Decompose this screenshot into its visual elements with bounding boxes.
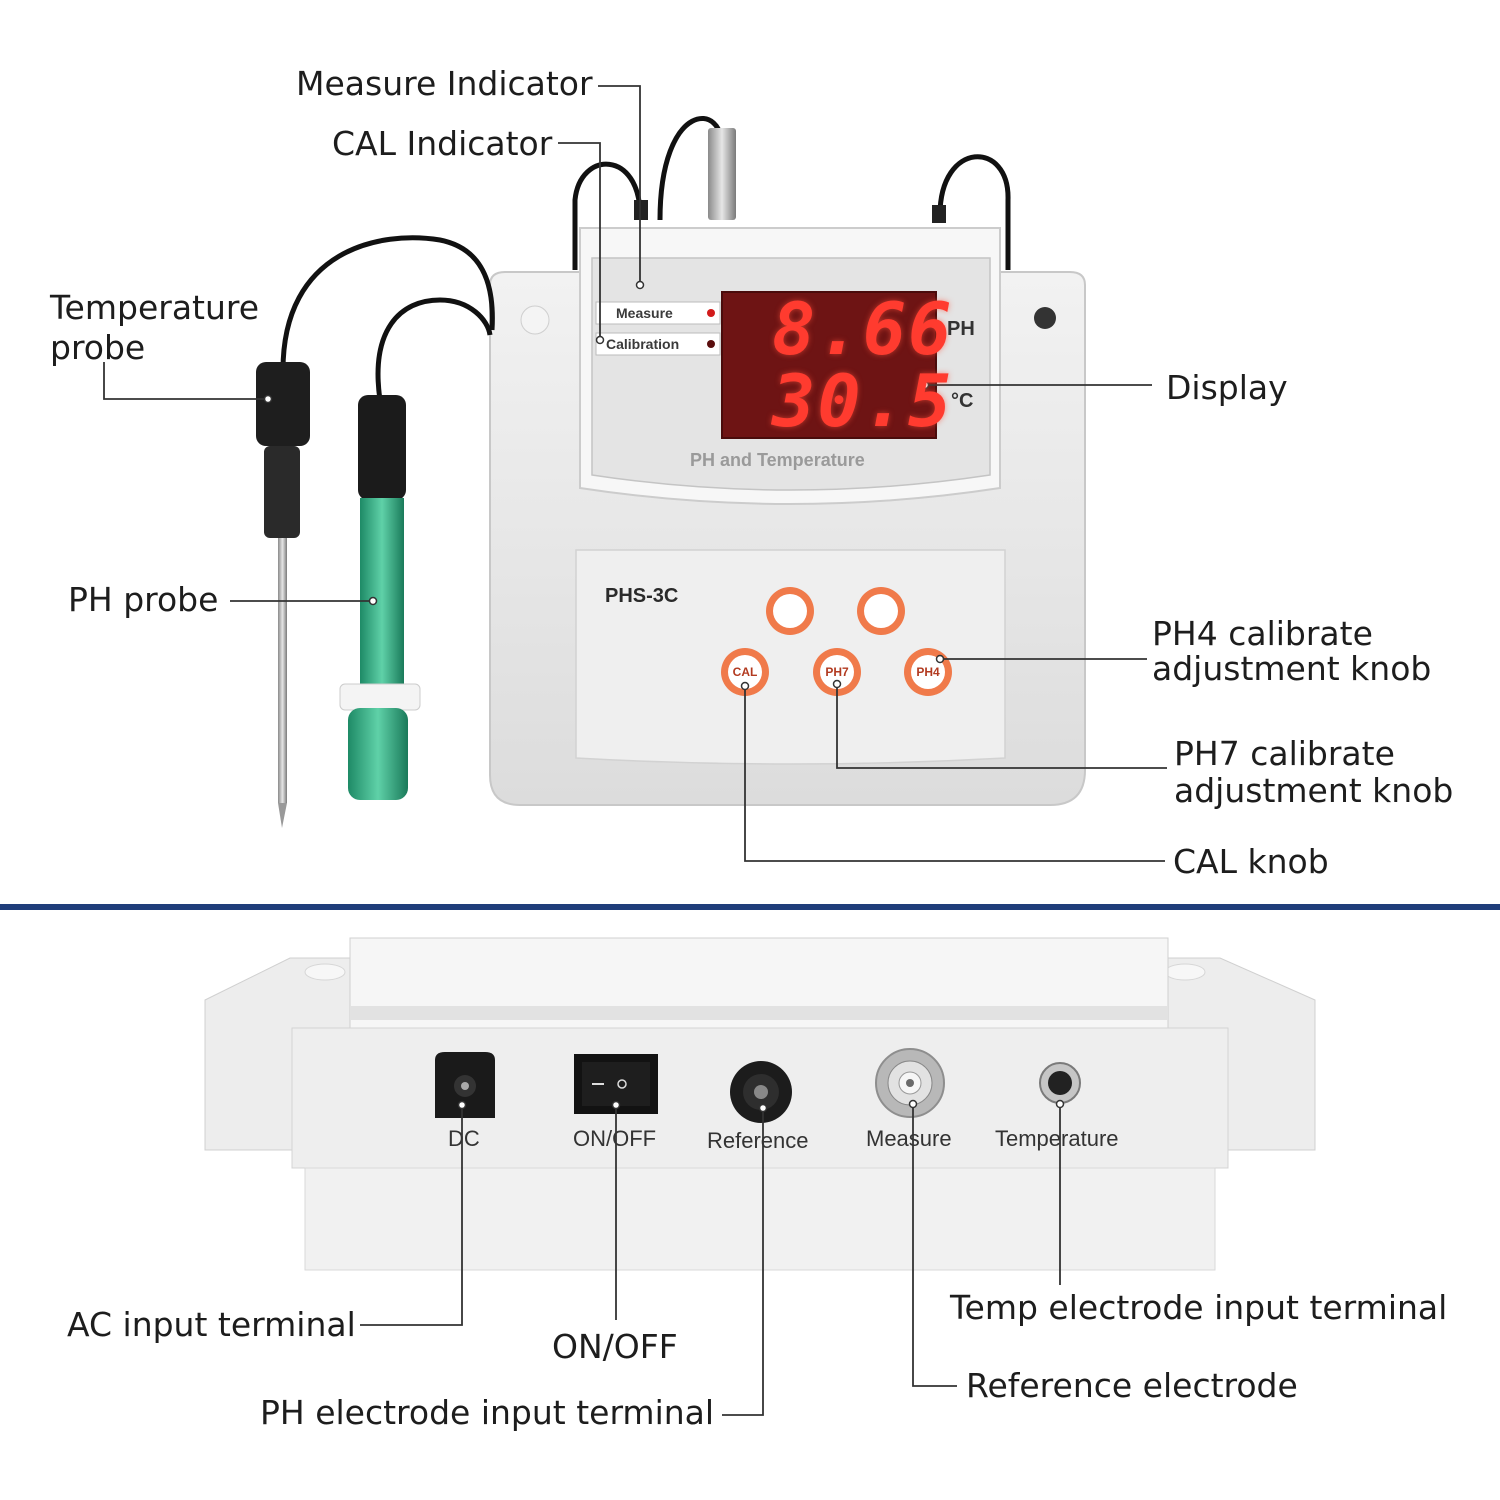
ph-probe-cap (358, 395, 406, 500)
model-label: PHS-3C (605, 585, 679, 607)
knob-cal[interactable] (721, 648, 769, 696)
temp-probe-rod (278, 538, 287, 803)
rear-label-on-off: ON/OFF (573, 1126, 657, 1151)
leader-ph7 (836, 684, 1167, 769)
callout-ac-input: AC input terminal (67, 1305, 356, 1344)
unit-temp: °C (951, 390, 974, 412)
dot-display (920, 380, 930, 390)
callout-cal-indicator: CAL Indicator (332, 124, 553, 163)
dot-reference (758, 1103, 768, 1113)
knob-ph7-label: PH7 (825, 665, 849, 679)
dot-switch (611, 1100, 621, 1110)
display-screen (721, 291, 937, 439)
callout-ph7-2: adjustment knob (1174, 771, 1454, 810)
leader-cal-indicator (558, 142, 601, 340)
temp-probe-tip (278, 803, 287, 828)
rear-base (304, 1167, 1216, 1271)
cable-right (937, 154, 1011, 270)
temperature-socket[interactable] (1039, 1062, 1081, 1104)
knob-blank-1[interactable] (766, 587, 814, 635)
temp-probe-handle-bottom (264, 446, 300, 538)
callout-temperature-probe-1: Temperature (50, 288, 260, 327)
rear-hole-right (1164, 963, 1206, 981)
ph-probe-ring (339, 683, 421, 711)
leader-reference-electrode (912, 1104, 957, 1387)
measure-bnc[interactable] (875, 1048, 945, 1118)
callout-measure-indicator: Measure Indicator (296, 64, 593, 103)
measure-led (707, 309, 715, 317)
callout-cal-knob: CAL knob (1173, 842, 1329, 881)
callout-on-off: ON/OFF (552, 1327, 678, 1366)
callout-ph4-2: adjustment knob (1152, 649, 1432, 688)
callout-display: Display (1166, 368, 1288, 407)
knob-ph4-label: PH4 (916, 665, 940, 679)
reference-terminal[interactable] (730, 1061, 792, 1123)
rear-handle (349, 937, 1169, 1037)
ph-probe-cable (375, 297, 493, 401)
leader-cal-knob (744, 686, 1165, 862)
indicator-calibration-label: Calibration (606, 336, 680, 352)
unit-ph: PH (947, 318, 975, 340)
dot-temp-probe (263, 394, 273, 404)
dot-cal (595, 335, 605, 345)
indicator-strip-measure (595, 301, 721, 325)
cable-plug-left (634, 200, 648, 220)
callout-ph4-1: PH4 calibrate (1152, 614, 1373, 653)
dot-temp-socket (1055, 1099, 1065, 1109)
callout-temp-electrode: Temp electrode input terminal (950, 1288, 1448, 1327)
dot-measure-bnc (908, 1099, 918, 1109)
leader-measure-indicator (598, 85, 641, 285)
dot-dc (457, 1100, 467, 1110)
dot-cal-knob (740, 681, 750, 691)
indicator-strip-calibration (595, 332, 721, 356)
temp-probe-handle-top (256, 362, 310, 446)
rear-label-dc: DC (448, 1126, 480, 1151)
center-connector (708, 128, 736, 220)
callout-ph-probe: PH probe (68, 580, 219, 619)
temp-probe-cable (280, 235, 495, 371)
dot-ph7 (832, 679, 842, 689)
callout-ph7-1: PH7 calibrate (1174, 734, 1395, 773)
leader-temperature-probe (103, 362, 268, 400)
ph-probe-body (360, 498, 404, 688)
knob-cal-label: CAL (732, 665, 758, 679)
calibration-led (707, 340, 715, 348)
knob-blank-2[interactable] (857, 587, 905, 635)
rear-handle-lip (350, 1006, 1168, 1020)
knob-ph7[interactable] (813, 648, 861, 696)
rear-hole-left (304, 963, 346, 981)
section-divider (0, 904, 1500, 910)
cable-plug-right (932, 205, 946, 223)
panel-title: PH and Temperature (690, 450, 865, 470)
callout-reference-electrode: Reference electrode (966, 1366, 1298, 1405)
rear-label-reference: Reference (707, 1128, 809, 1153)
leader-ac-input (360, 1105, 463, 1326)
ph-probe-bottom (348, 708, 408, 800)
indicator-measure-label: Measure (616, 305, 673, 321)
dot-measure (635, 280, 645, 290)
rear-label-measure: Measure (866, 1126, 952, 1151)
dot-ph-probe (368, 596, 378, 606)
left-hole (520, 305, 550, 335)
display-ph-value: 8.66 (772, 287, 954, 371)
leader-ph-electrode (722, 1108, 764, 1416)
dc-jack[interactable] (435, 1052, 495, 1118)
callout-ph-electrode: PH electrode input terminal (260, 1393, 715, 1432)
callout-temperature-probe-2: probe (50, 328, 146, 367)
dot-ph4 (935, 654, 945, 664)
rear-label-temperature: Temperature (995, 1126, 1119, 1151)
right-indicator-hole (1034, 307, 1056, 329)
cable-measure (572, 161, 643, 270)
display-temp-value: 30.5 (772, 359, 954, 443)
